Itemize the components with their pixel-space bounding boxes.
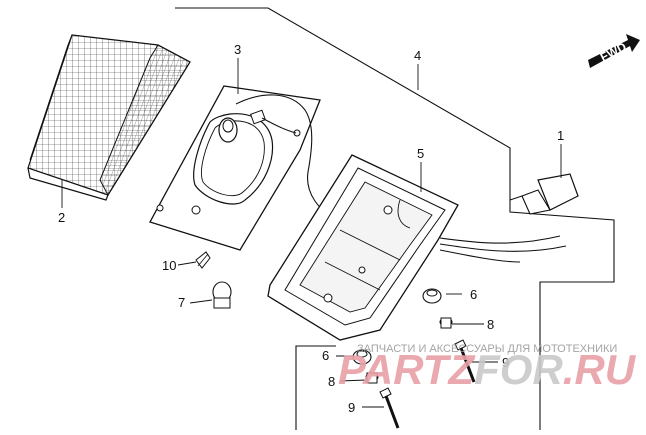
part-grommet-lower xyxy=(352,349,372,365)
callout-9-upper: 9 xyxy=(502,355,509,370)
part-screw-10 xyxy=(195,251,211,269)
part-collar-upper xyxy=(439,317,453,329)
watermark-part1: PARTZ xyxy=(338,346,475,393)
part-bulb xyxy=(212,281,232,309)
callout-10: 10 xyxy=(162,258,176,273)
forward-arrow-icon: FWD xyxy=(588,34,640,68)
watermark-caption: ЗАПЧАСТИ И АКСЕССУАРЫ ДЛЯ МОТОТЕХНИКИ xyxy=(357,343,617,355)
callout-5: 5 xyxy=(417,146,424,161)
callout-2: 2 xyxy=(58,210,65,225)
callout-1: 1 xyxy=(557,128,564,143)
watermark-logo: PARTZFOR.RU xyxy=(338,346,637,393)
callout-3: 3 xyxy=(234,42,241,57)
part-housing xyxy=(267,154,459,341)
callout-8-lower: 8 xyxy=(328,374,335,389)
callout-7: 7 xyxy=(178,295,185,310)
part-bolt-lower xyxy=(379,387,400,429)
leader-lines xyxy=(61,58,562,408)
part-bolt-upper xyxy=(454,339,476,383)
watermark: ЗАПЧАСТИ И АКСЕССУАРЫ ДЛЯ МОТОТЕХНИКИ PA… xyxy=(338,343,637,393)
callout-labels: 1 2 3 4 5 6 6 7 8 8 9 9 10 xyxy=(58,42,564,415)
callout-4: 4 xyxy=(414,48,421,63)
assembly-frame xyxy=(175,7,615,430)
watermark-part3: .RU xyxy=(563,346,637,393)
part-connector xyxy=(509,173,579,215)
part-lens xyxy=(27,34,191,201)
part-collar-lower xyxy=(365,372,379,384)
part-wire-harness xyxy=(439,235,567,263)
callout-8-upper: 8 xyxy=(487,317,494,332)
callout-6-upper: 6 xyxy=(470,287,477,302)
watermark-part2: FOR xyxy=(474,346,563,393)
callout-6-lower: 6 xyxy=(322,348,329,363)
callout-9-lower: 9 xyxy=(348,400,355,415)
part-base-plate xyxy=(149,85,341,251)
part-grommet-upper xyxy=(422,288,442,304)
